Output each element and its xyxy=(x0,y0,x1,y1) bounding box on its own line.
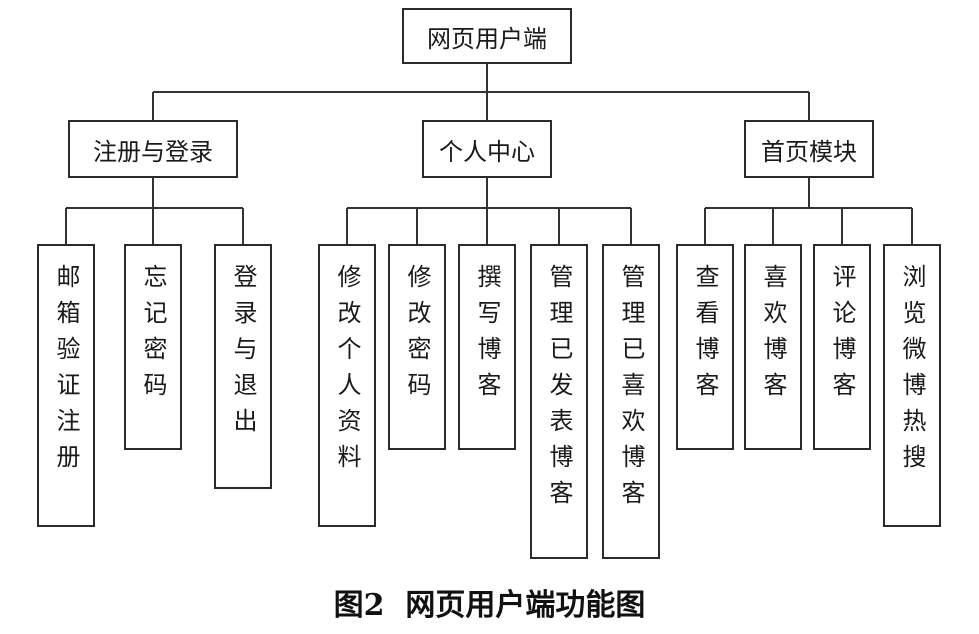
leaf-node: 查看博客 xyxy=(676,244,734,450)
leaf-label: 忘记密码 xyxy=(139,264,167,408)
category-label: 首页模块 xyxy=(761,137,857,166)
leaf-node: 管理已喜欢博客 xyxy=(602,244,660,559)
leaf-node: 修改密码 xyxy=(388,244,446,450)
leaf-label: 浏览微博热搜 xyxy=(898,264,926,480)
leaf-node: 撰写博客 xyxy=(458,244,516,450)
leaf-node: 评论博客 xyxy=(813,244,871,450)
leaf-label: 撰写博客 xyxy=(473,264,501,408)
category-node-personal-center: 个人中心 xyxy=(422,120,552,178)
leaf-node: 管理已发表博客 xyxy=(530,244,588,559)
leaf-label: 管理已发表博客 xyxy=(545,264,573,516)
leaf-node: 喜欢博客 xyxy=(744,244,802,450)
leaf-node: 登录与退出 xyxy=(214,244,272,489)
category-label: 个人中心 xyxy=(439,137,535,166)
leaf-node: 忘记密码 xyxy=(124,244,182,450)
leaf-label: 喜欢博客 xyxy=(759,264,787,408)
leaf-node: 邮箱验证注册 xyxy=(37,244,95,527)
root-node: 网页用户端 xyxy=(402,8,572,64)
leaf-node: 浏览微博热搜 xyxy=(883,244,941,527)
figure-caption: 图2 网页用户端功能图 xyxy=(333,588,646,623)
leaf-node: 修改个人资料 xyxy=(318,244,376,527)
leaf-label: 登录与退出 xyxy=(229,264,257,444)
leaf-label: 管理已喜欢博客 xyxy=(617,264,645,516)
leaf-label: 评论博客 xyxy=(828,264,856,408)
category-node-home-module: 首页模块 xyxy=(744,120,874,178)
leaf-label: 修改密码 xyxy=(403,264,431,408)
leaf-label: 邮箱验证注册 xyxy=(52,264,80,480)
root-node-label: 网页用户端 xyxy=(427,24,547,53)
category-label: 注册与登录 xyxy=(93,137,213,166)
leaf-label: 查看博客 xyxy=(691,264,719,408)
leaf-label: 修改个人资料 xyxy=(333,264,361,480)
category-node-register-login: 注册与登录 xyxy=(68,120,238,178)
